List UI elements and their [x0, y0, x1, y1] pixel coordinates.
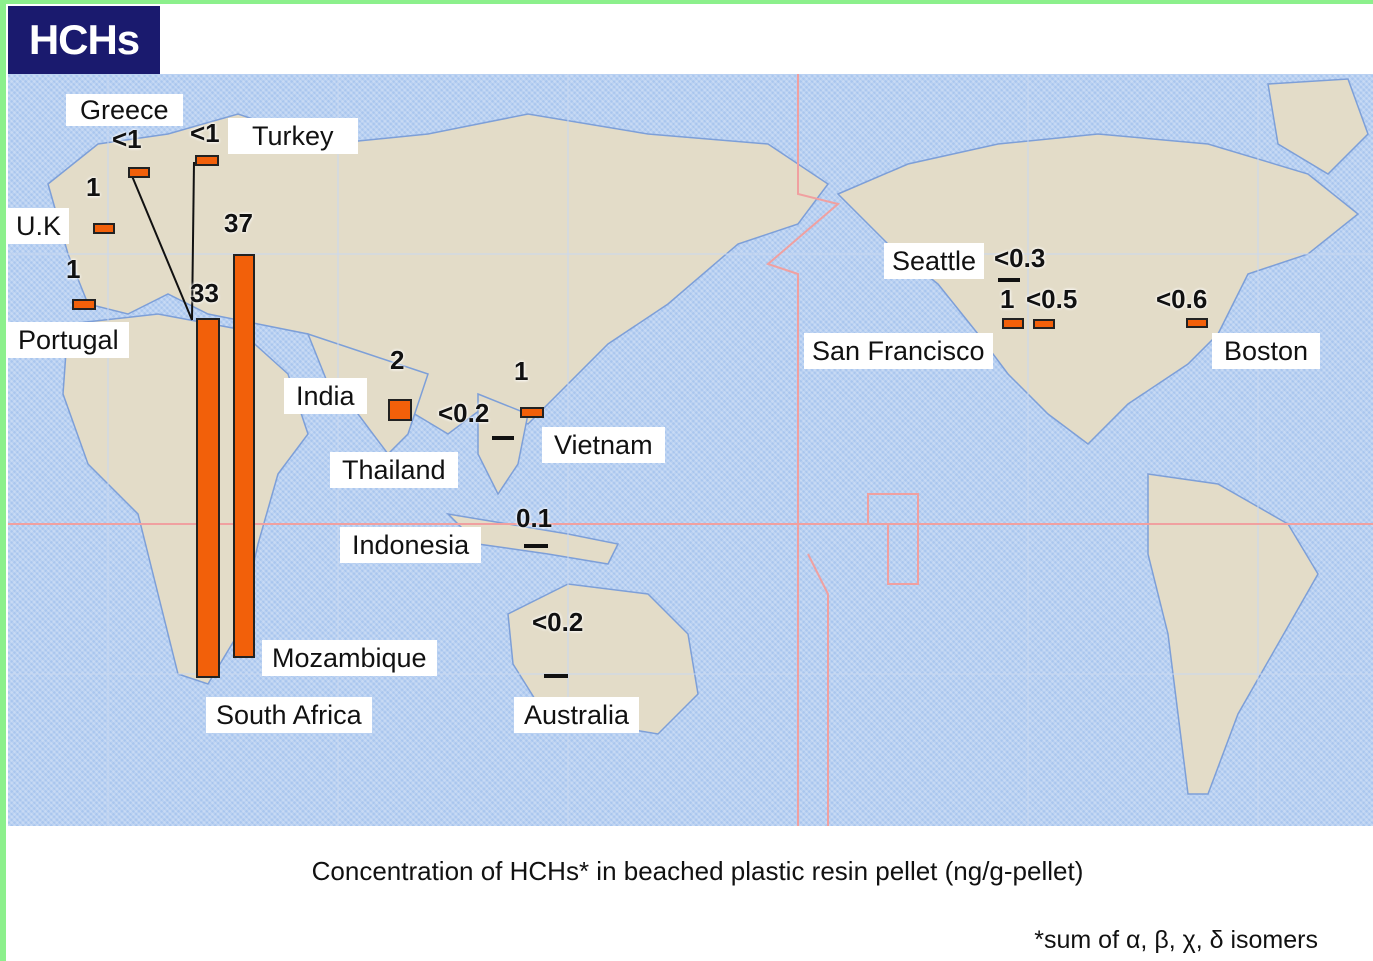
value-portugal: 1: [66, 254, 81, 284]
date-line-lower: [807, 553, 829, 826]
bar-vietnam: [520, 407, 544, 418]
bar-south-africa: [196, 318, 220, 678]
marker-indonesia: [524, 544, 548, 548]
marker-thailand: [492, 436, 514, 440]
landmass-south-america: [1147, 473, 1319, 795]
bar-boston: [1186, 318, 1208, 328]
map-title: HCHs: [8, 6, 160, 74]
label-boston: Boston: [1212, 333, 1321, 369]
date-line: [766, 74, 841, 826]
value-vietnam: 1: [514, 356, 529, 386]
label-san-francisco: San Francisco: [804, 333, 993, 369]
landmass-africa: [62, 313, 309, 685]
value-san-francisco-1: 1: [1000, 284, 1015, 314]
value-turkey: <1: [190, 118, 220, 148]
label-mozambique: Mozambique: [262, 640, 437, 676]
value-mozambique: 37: [224, 208, 253, 238]
bar-san-francisco: [1033, 319, 1055, 329]
map-caption: Concentration of HCHs* in beached plasti…: [311, 856, 1084, 886]
value-australia: <0.2: [532, 607, 584, 637]
label-greece: Greece: [66, 94, 183, 126]
value-indonesia: 0.1: [516, 503, 553, 533]
footnote: *sum of α, β, χ, δ isomers: [1034, 926, 1318, 954]
value-india: 2: [390, 345, 405, 375]
label-seattle: Seattle: [884, 243, 985, 279]
value-seattle: <0.3: [994, 243, 1046, 273]
label-turkey: Turkey: [228, 118, 358, 154]
bar-greece: [128, 167, 150, 178]
landmass-southeast-asia: [477, 392, 529, 496]
landmass-indonesia: [445, 512, 620, 565]
value-uk: 1: [86, 172, 101, 202]
value-greece: <1: [112, 124, 142, 154]
value-south-africa: 33: [190, 278, 219, 308]
bar-india: [388, 399, 412, 421]
label-south-africa: South Africa: [206, 697, 372, 733]
label-thailand: Thailand: [330, 452, 458, 488]
label-indonesia: Indonesia: [340, 527, 482, 563]
landmass-australia: [507, 583, 699, 735]
label-india: India: [284, 378, 367, 414]
landmass-greenland: [1267, 78, 1369, 175]
marker-australia: [544, 674, 568, 678]
label-vietnam: Vietnam: [542, 427, 665, 463]
marker-seattle: [998, 278, 1020, 282]
value-thailand: <0.2: [438, 398, 490, 428]
date-line-south: [808, 493, 919, 585]
bar-u-k: [93, 223, 115, 234]
value-san-francisco-2: <0.5: [1026, 284, 1078, 314]
label-uk: U.K: [8, 208, 70, 244]
bar-portugal: [72, 299, 96, 310]
landmass-eurasia: [47, 113, 830, 435]
bar-turkey: [195, 155, 219, 166]
label-australia: Australia: [514, 697, 640, 733]
label-portugal: Portugal: [8, 322, 129, 358]
bar-san-francisco: [1002, 318, 1024, 329]
pointer-lines: [131, 161, 195, 321]
bar-mozambique: [233, 254, 255, 658]
landmass-north-america: [836, 133, 1360, 445]
value-boston: <0.6: [1156, 284, 1208, 314]
